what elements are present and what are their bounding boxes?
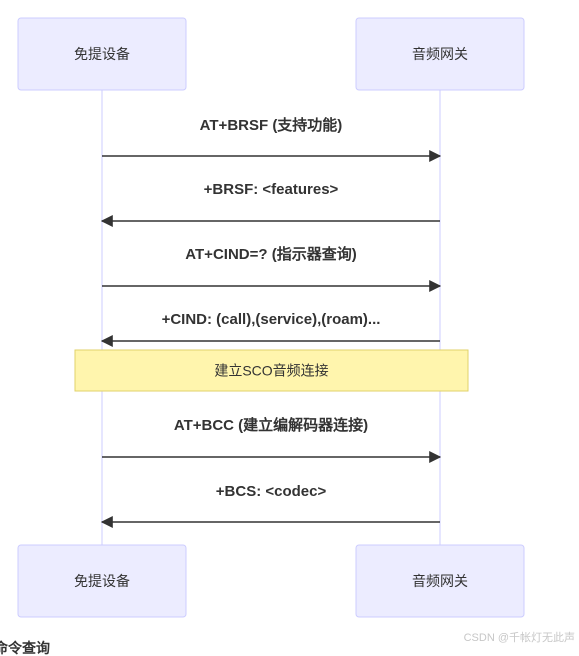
message-text: AT+BRSF (支持功能) [200, 116, 343, 134]
actor-hf-bottom: 免提设备 [17, 544, 187, 618]
message-4: +CIND: (call),(service),(roam)... [100, 311, 440, 347]
message-1: AT+BRSF (支持功能) [102, 116, 442, 162]
actor-box [17, 17, 187, 91]
message-text: AT+CIND=? (指示器查询) [185, 245, 356, 263]
message-6: AT+BCC (建立编解码器连接) [102, 416, 442, 463]
actor-box [355, 544, 525, 618]
message-3: AT+CIND=? (指示器查询) [102, 245, 442, 292]
actor-box [355, 17, 525, 91]
actor-hf-top: 免提设备 [17, 17, 187, 91]
message-text: +BCS: <codec> [216, 483, 327, 500]
message-text: +BRSF: <features> [204, 181, 339, 198]
message-text: AT+BCC (建立编解码器连接) [174, 416, 368, 434]
actor-box [17, 544, 187, 618]
actor-ag-bottom: 音频网关 [355, 544, 525, 618]
note-text: 建立SCO音频连接 [214, 363, 328, 379]
actor-label: 音频网关 [412, 46, 468, 62]
message-2: +BRSF: <features> [100, 181, 440, 227]
actor-label: 免提设备 [74, 573, 130, 589]
note-sco-connection: 建立SCO音频连接 [74, 349, 469, 392]
actor-label: 音频网关 [412, 573, 468, 589]
csdn-watermark: CSDN @千帐灯无此声 [463, 632, 575, 644]
actor-label: 免提设备 [74, 46, 130, 62]
note-box [74, 349, 469, 392]
message-text: +CIND: (call),(service),(roam)... [162, 311, 381, 328]
message-7: +BCS: <codec> [100, 483, 440, 528]
bottom-caption-text: 命令查询 [0, 640, 50, 656]
actor-ag-top: 音频网关 [355, 17, 525, 91]
